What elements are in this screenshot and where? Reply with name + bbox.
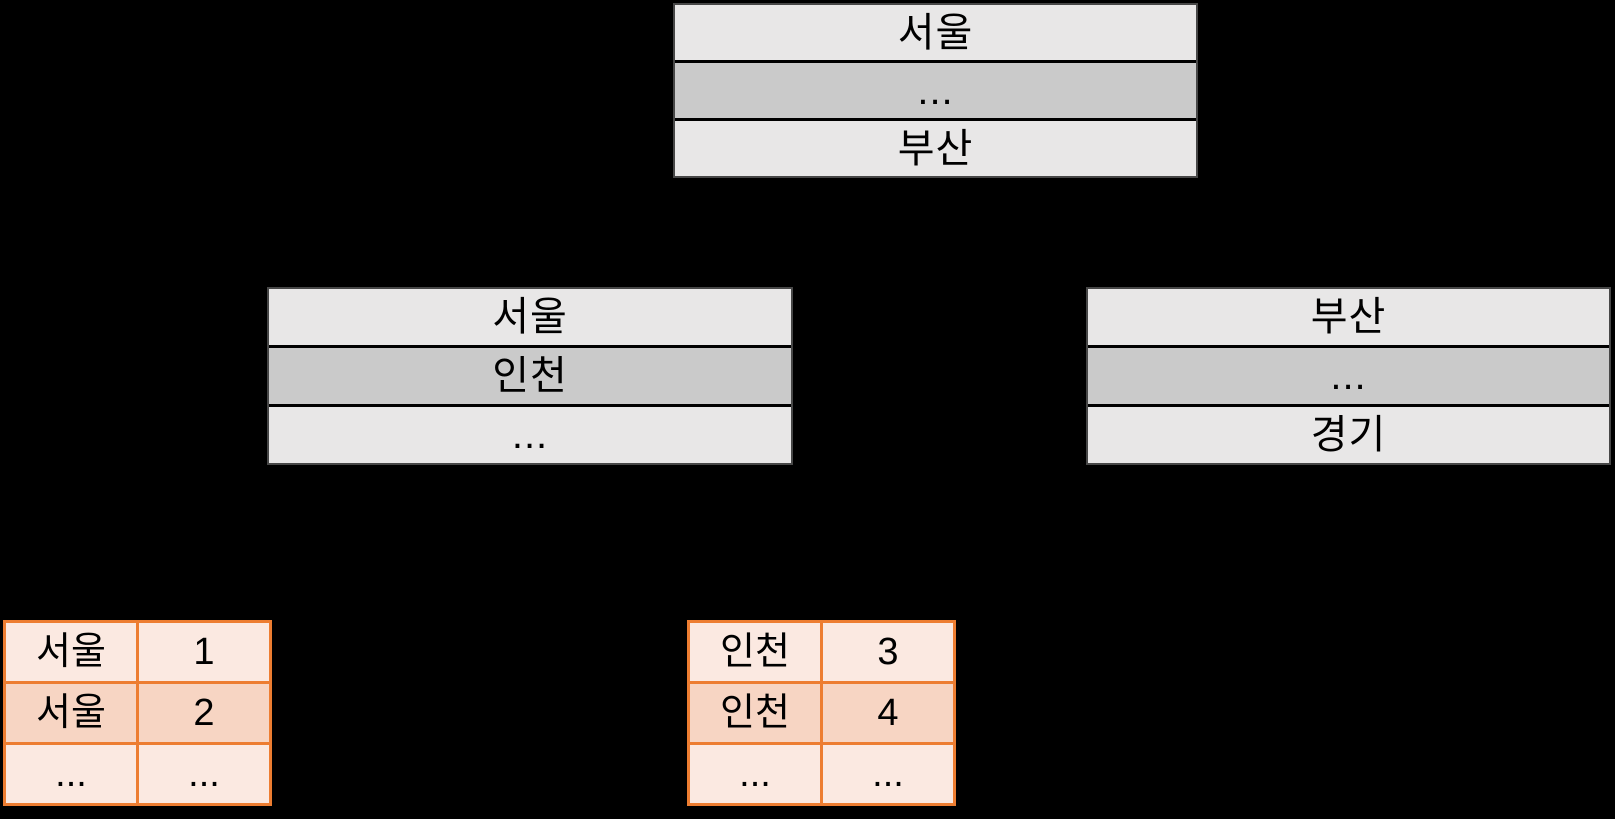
root-node-row-2: ...: [675, 63, 1196, 118]
table-row: 인천 3: [687, 620, 956, 684]
left-leaf-table: 서울 1 서울 2 ... ...: [3, 620, 272, 806]
leaf-cell-value: ...: [820, 742, 956, 806]
left-branch-node-row-1: 서울: [269, 289, 791, 345]
left-branch-node: 서울 인천 ...: [267, 287, 793, 465]
right-branch-node-row-3: 경기: [1088, 407, 1609, 463]
root-node-row-1: 서울: [675, 5, 1196, 60]
right-branch-node-row-2: ...: [1088, 348, 1609, 404]
table-row: 서울 2: [3, 681, 272, 745]
root-node: 서울 ... 부산: [673, 3, 1198, 178]
leaf-cell-value: 4: [820, 681, 956, 745]
leaf-cell-value: 1: [136, 620, 272, 684]
root-node-row-3: 부산: [675, 121, 1196, 176]
table-row: ... ...: [687, 742, 956, 806]
leaf-cell-key: 인천: [687, 681, 823, 745]
leaf-cell-key: 서울: [3, 620, 139, 684]
left-branch-node-row-3: ...: [269, 407, 791, 463]
leaf-cell-value: 3: [820, 620, 956, 684]
right-branch-node-row-1: 부산: [1088, 289, 1609, 345]
left-branch-node-row-2: 인천: [269, 348, 791, 404]
table-row: 인천 4: [687, 681, 956, 745]
middle-leaf-table: 인천 3 인천 4 ... ...: [687, 620, 956, 806]
leaf-cell-key: 인천: [687, 620, 823, 684]
table-row: ... ...: [3, 742, 272, 806]
leaf-cell-value: 2: [136, 681, 272, 745]
right-branch-node: 부산 ... 경기: [1086, 287, 1611, 465]
leaf-cell-key: ...: [687, 742, 823, 806]
table-row: 서울 1: [3, 620, 272, 684]
leaf-cell-value: ...: [136, 742, 272, 806]
leaf-cell-key: 서울: [3, 681, 139, 745]
leaf-cell-key: ...: [3, 742, 139, 806]
